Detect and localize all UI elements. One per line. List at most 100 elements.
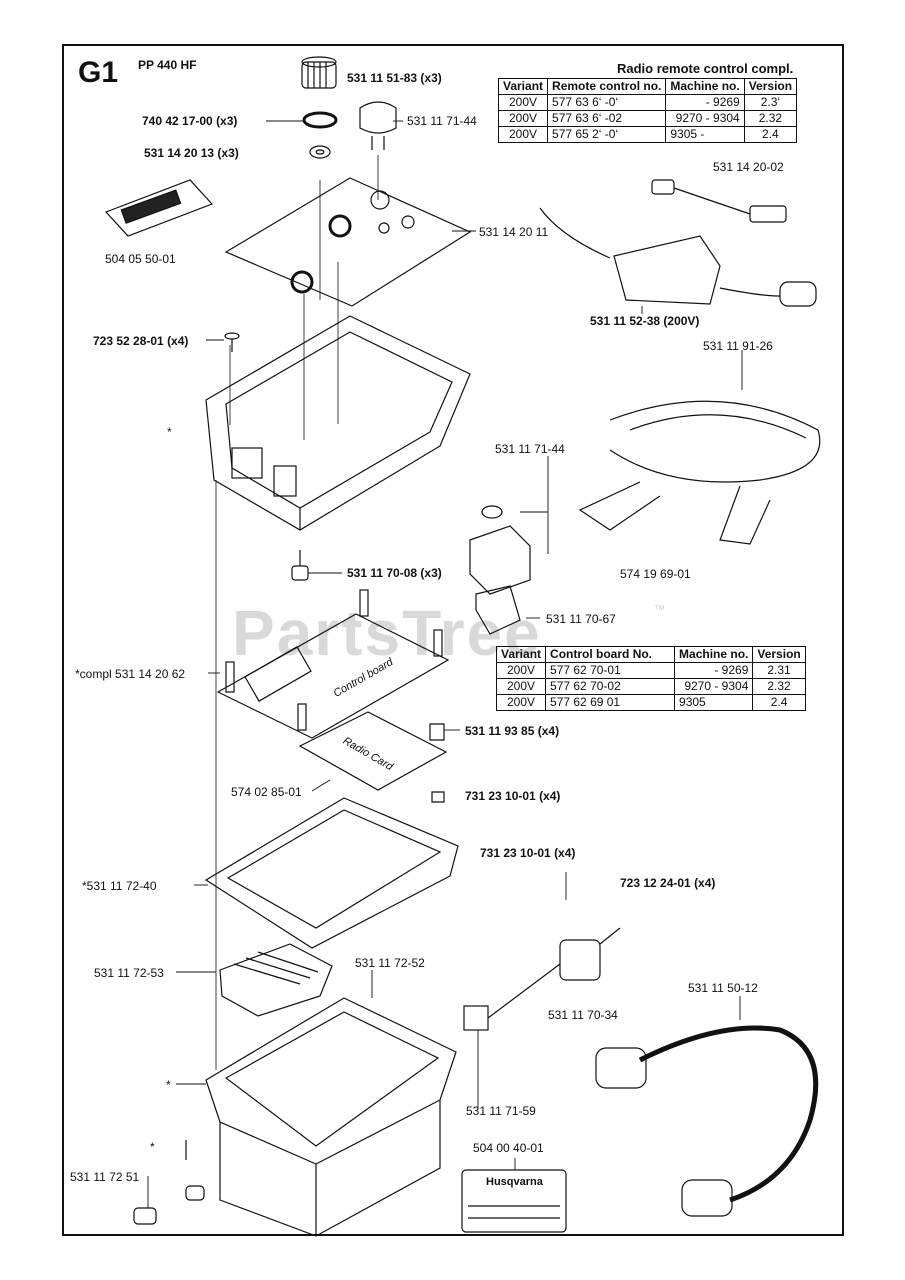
part-label: 531 11 70-67: [546, 612, 616, 626]
watermark: PartsTree: [232, 597, 542, 669]
table-cell: 200V: [497, 110, 549, 127]
part-label: 574 02 85-01: [231, 785, 302, 799]
part-label: 531 11 93 85 (x4): [465, 724, 560, 738]
table-header-row: Variant Control board No. Machine no. Ve…: [495, 646, 806, 663]
remote-table-title: Radio remote control compl.: [617, 61, 794, 76]
push-button-part: [359, 101, 397, 150]
part-label: 504 05 50-01: [105, 252, 176, 266]
table-cell: 577 63 6‘ -0‘: [547, 94, 667, 111]
part-label: *: [150, 1140, 155, 1154]
lower-housing-part: [205, 997, 457, 1237]
column-header: Machine no.: [674, 646, 754, 663]
part-label: *: [167, 425, 172, 439]
part-label: 531 11 91-26: [703, 339, 773, 353]
knob-part: [301, 56, 337, 89]
part-label: 723 52 28-01 (x4): [93, 334, 189, 348]
part-label: 531 14 20-02: [713, 160, 784, 174]
table-cell: 2.31: [752, 662, 806, 679]
rating-plate-part: [461, 1169, 567, 1233]
table-row: 200V 577 63 6‘ -0‘ - 9269 2.3‘: [497, 94, 798, 111]
table-cell: - 9269: [674, 662, 754, 679]
column-header: Remote control no.: [547, 78, 667, 95]
part-label: 531 14 20 11: [479, 225, 549, 239]
table-cell: 200V: [495, 694, 547, 711]
table-cell: 200V: [497, 126, 549, 143]
nut-part: [429, 723, 445, 803]
part-label: 531 11 70-34: [548, 1008, 618, 1022]
part-label: *compl 531 14 20 62: [75, 667, 186, 681]
table-cell: 2.32: [752, 678, 806, 695]
part-label: 531 11 71-44: [495, 442, 565, 456]
panel-plate-part: [224, 177, 472, 307]
part-label: 531 11 52-38 (200V): [590, 314, 700, 328]
column-header: Version: [752, 646, 806, 663]
bracket-part: [469, 505, 531, 595]
o-ring-part: [302, 111, 338, 129]
part-label: 723 12 24-01 (x4): [620, 876, 716, 890]
table-cell: 9270 - 9304: [674, 678, 754, 695]
table-cell: 577 63 6‘ -02: [547, 110, 667, 127]
column-header: Variant: [497, 78, 549, 95]
spacer-part: [291, 550, 309, 581]
column-header: Version: [743, 78, 798, 95]
table-cell: 577 65 2‘ -0‘: [547, 126, 667, 143]
table-cell: 9305: [674, 694, 754, 711]
table-cell: 200V: [495, 662, 547, 679]
table-row: 200V 577 63 6‘ -02 9270 - 9304 2.32: [497, 110, 798, 127]
table-cell: 9270 - 9304: [665, 110, 745, 127]
control-board-table: Variant Control board No. Machine no. Ve…: [495, 646, 806, 711]
washer-part: [309, 145, 331, 159]
part-label: 531 11 72-53: [94, 966, 164, 980]
table-cell: - 9269: [665, 94, 745, 111]
cable-part: [595, 1025, 819, 1217]
plug-part: [133, 1140, 205, 1225]
brand-text: Husqvarna: [486, 1176, 543, 1188]
page-code: G1: [78, 56, 119, 89]
power-supply-part: [539, 179, 817, 307]
table-cell: 200V: [497, 94, 549, 111]
table-row: 200V 577 62 70-01 - 9269 2.31: [495, 662, 806, 679]
column-header: Variant: [495, 646, 547, 663]
decal-part: [104, 179, 214, 237]
table-cell: 577 62 69 01: [545, 694, 676, 711]
table-cell: 9305 -: [665, 126, 745, 143]
watermark-tm: ™: [654, 604, 665, 616]
table-row: 200V 577 62 69 01 9305 2.4: [495, 694, 806, 711]
control-board-part: [216, 589, 450, 739]
column-header: Control board No.: [545, 646, 676, 663]
part-label: 731 23 10-01 (x4): [480, 846, 576, 860]
table-cell: 577 62 70-02: [545, 678, 676, 695]
keypad-part: [219, 943, 333, 1017]
table-row: 200V 577 62 70-02 9270 - 9304 2.32: [495, 678, 806, 695]
strap-part: [578, 400, 821, 545]
clip-part: [475, 585, 521, 635]
column-header: Machine no.: [665, 78, 745, 95]
part-label: 740 42 17-00 (x3): [142, 114, 238, 128]
part-label: 531 11 51-83 (x3): [347, 71, 442, 85]
table-cell: 2.4: [752, 694, 806, 711]
table-cell: 2.3‘: [743, 94, 798, 111]
leader-lines: [147, 120, 743, 1208]
diagram-frame: [62, 44, 844, 1236]
part-label: 531 11 72-52: [355, 956, 425, 970]
part-label: 531 14 20 13 (x3): [144, 146, 239, 160]
part-label: 531 11 71-59: [466, 1104, 536, 1118]
connector-part: [463, 927, 621, 1031]
part-label: 504 00 40-01: [473, 1141, 544, 1155]
part-label: 731 23 10-01 (x4): [465, 789, 561, 803]
radio-card-part: [298, 711, 448, 791]
gasket-part: [204, 797, 459, 949]
part-label: 531 11 72 51: [70, 1170, 140, 1184]
part-label: *: [166, 1078, 171, 1092]
part-label: 531 11 71-44: [407, 114, 477, 128]
table-cell: 2.32: [743, 110, 798, 127]
table-header-row: Variant Remote control no. Machine no. V…: [497, 78, 798, 95]
model-name: PP 440 HF: [138, 58, 197, 72]
screw-part: [224, 332, 240, 352]
table-row: 200V 577 65 2‘ -0‘ 9305 - 2.4: [497, 126, 798, 143]
table-cell: 577 62 70-01: [545, 662, 676, 679]
part-label: 531 11 50-12: [688, 981, 758, 995]
table-cell: 2.4: [743, 126, 798, 143]
part-label: 531 11 70-08 (x3): [347, 566, 442, 580]
